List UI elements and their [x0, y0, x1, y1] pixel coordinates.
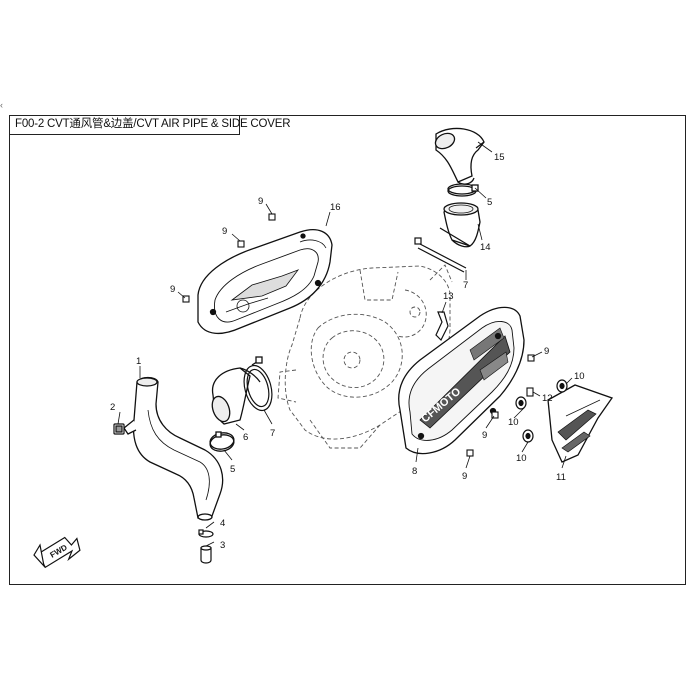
callout-1: 1 [136, 356, 141, 367]
callout-9-c: 9 [170, 284, 175, 295]
callout-14: 14 [480, 242, 491, 253]
callout-13: 13 [443, 291, 454, 302]
part-10-grommets [515, 379, 568, 443]
part-5-upper-clamp [447, 183, 479, 197]
callout-10-b: 10 [508, 417, 519, 428]
callout-11: 11 [556, 472, 566, 483]
part-11-vent-cover [547, 384, 614, 463]
part-16-inner-cover [197, 229, 333, 334]
callout-10-c: 10 [516, 453, 527, 464]
callout-12: 12 [542, 393, 553, 404]
part-14-intake-elbow [439, 202, 481, 248]
callout-8: 8 [412, 466, 417, 477]
callout-7-upper: 7 [463, 280, 468, 291]
callout-4: 4 [220, 518, 225, 529]
part-8-outer-cover: CFMOTO [398, 306, 525, 455]
callout-6: 6 [243, 432, 248, 443]
callout-numbers: 15 5 14 7 13 16 9 9 9 1 2 6 7 5 4 3 9 10… [110, 152, 585, 551]
part-12-spacer [526, 387, 534, 397]
callout-9-b: 9 [222, 226, 227, 237]
engine-crankcase-outline [277, 264, 453, 449]
part-5-lower-clamp [209, 431, 235, 452]
callout-9-e: 9 [482, 430, 487, 441]
part-13-bracket [435, 311, 449, 342]
part-4-clip [198, 529, 214, 538]
callout-9-a: 9 [258, 196, 263, 207]
part-6-intake-elbow [211, 356, 263, 425]
callout-16: 16 [330, 202, 341, 213]
part-1-air-duct [123, 376, 224, 521]
diagram-frame [9, 115, 686, 585]
callout-15: 15 [494, 152, 505, 163]
callout-9-d: 9 [544, 346, 549, 357]
part-2-plug [113, 423, 125, 435]
diagram-title: F00-2 CVT通风管&边盖/CVT AIR PIPE & SIDE COVE… [9, 115, 291, 135]
fwd-arrow-icon: FWD [33, 536, 81, 569]
callout-5-lower: 5 [230, 464, 235, 475]
page-edge-mark: ‹ [0, 100, 3, 110]
callout-7-lower: 7 [270, 428, 275, 439]
part-9-bolts [182, 213, 535, 457]
part-3-drain-tube [200, 545, 212, 564]
callout-9-f: 9 [462, 471, 467, 482]
callout-2: 2 [110, 402, 115, 413]
callout-3: 3 [220, 540, 225, 551]
part-7-upper-seal [414, 237, 467, 273]
part-15-air-pipe-elbow [434, 127, 485, 185]
leader-lines [117, 141, 573, 547]
callout-10-a: 10 [574, 371, 585, 382]
callout-5-upper: 5 [487, 197, 492, 208]
